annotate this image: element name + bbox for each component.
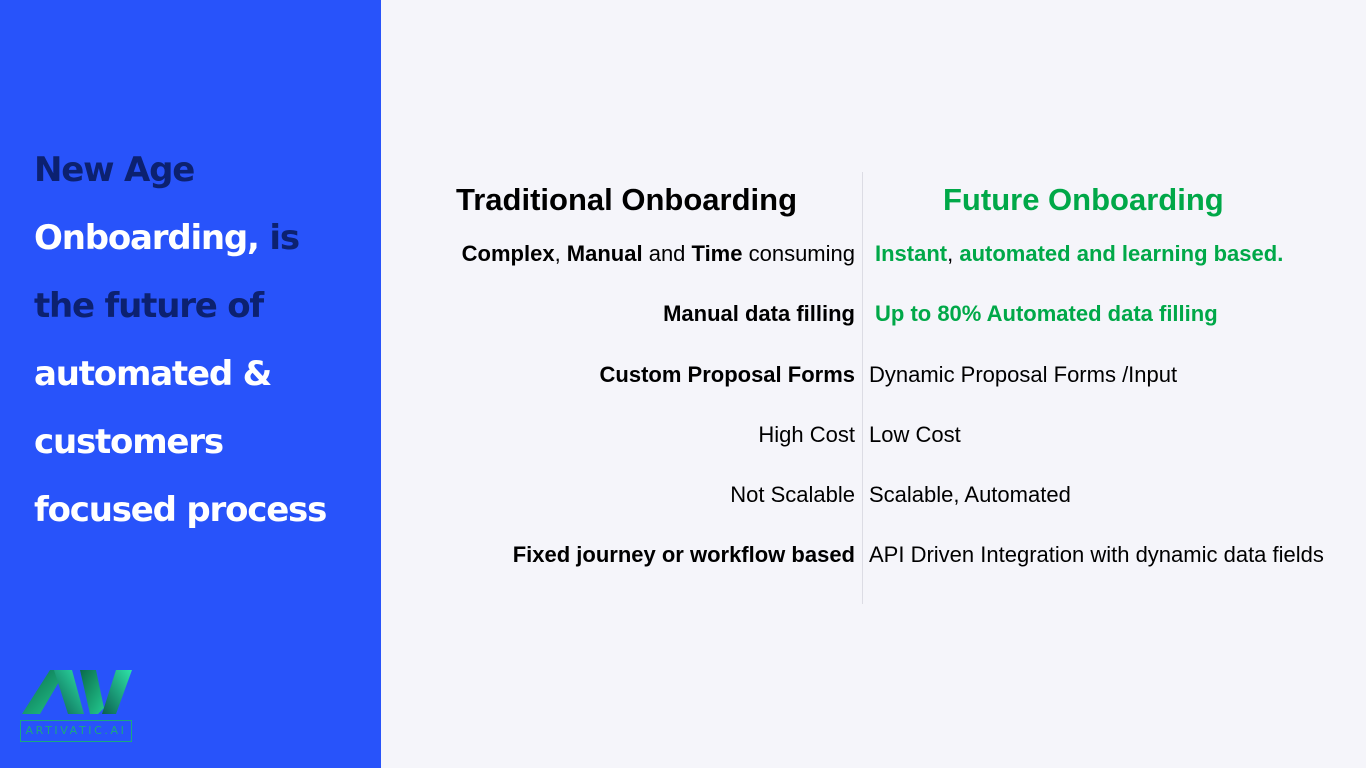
headline-line-2-dark: is — [269, 218, 300, 258]
row-1-left-b: , — [554, 241, 567, 266]
logo-caption: ARTIVATIC.AI — [25, 724, 127, 737]
left-panel: New Age Onboarding, is the future of aut… — [0, 0, 381, 768]
column-divider — [862, 172, 863, 604]
future-onboarding-heading: Future Onboarding — [943, 182, 1224, 217]
traditional-row-2: Manual data filling — [663, 301, 855, 326]
traditional-onboarding-heading: Traditional Onboarding — [456, 182, 797, 217]
row-1-left-e: Time — [691, 241, 743, 266]
headline-line-1: New Age — [34, 150, 195, 190]
traditional-row-5: Not Scalable — [730, 482, 855, 507]
row-1-left-a: Complex — [461, 241, 555, 266]
future-row-4: Low Cost — [869, 422, 961, 447]
headline-line-6: focused process — [34, 490, 327, 530]
row-1-left-c: Manual — [566, 241, 643, 266]
headline-line-4: automated & — [34, 354, 272, 394]
artivatic-logo: ARTIVATIC.AI — [20, 668, 136, 748]
future-row-1: Instant, automated and learning based. — [875, 238, 1335, 269]
future-row-3: Dynamic Proposal Forms /Input — [869, 362, 1178, 387]
future-row-2: Up to 80% Automated data filling — [875, 301, 1218, 326]
headline-line-2-white: Onboarding, — [34, 218, 270, 258]
traditional-row-1: Complex, Manual and Time consuming — [462, 238, 855, 269]
headline-line-3: the future of — [34, 286, 264, 326]
row-1-right-b: , — [947, 241, 960, 266]
headline-line-2: Onboarding, is — [34, 204, 374, 272]
headline-line-5: customers — [34, 422, 224, 462]
future-row-6: API Driven Integration with dynamic data… — [869, 542, 1324, 567]
traditional-row-4: High Cost — [758, 422, 855, 447]
headline: New Age Onboarding, is the future of aut… — [34, 136, 374, 544]
traditional-row-6: Fixed journey or workflow based — [512, 542, 855, 567]
future-row-5: Scalable, Automated — [869, 482, 1071, 507]
traditional-row-3: Custom Proposal Forms — [599, 362, 855, 387]
row-1-left-f: consuming — [742, 241, 855, 266]
av-logo-icon — [22, 670, 132, 714]
row-1-left-d: and — [642, 241, 692, 266]
logo-caption-box: ARTIVATIC.AI — [20, 720, 132, 742]
row-1-right-c: automated and learning based. — [959, 241, 1284, 266]
row-1-right-a: Instant — [875, 241, 948, 266]
